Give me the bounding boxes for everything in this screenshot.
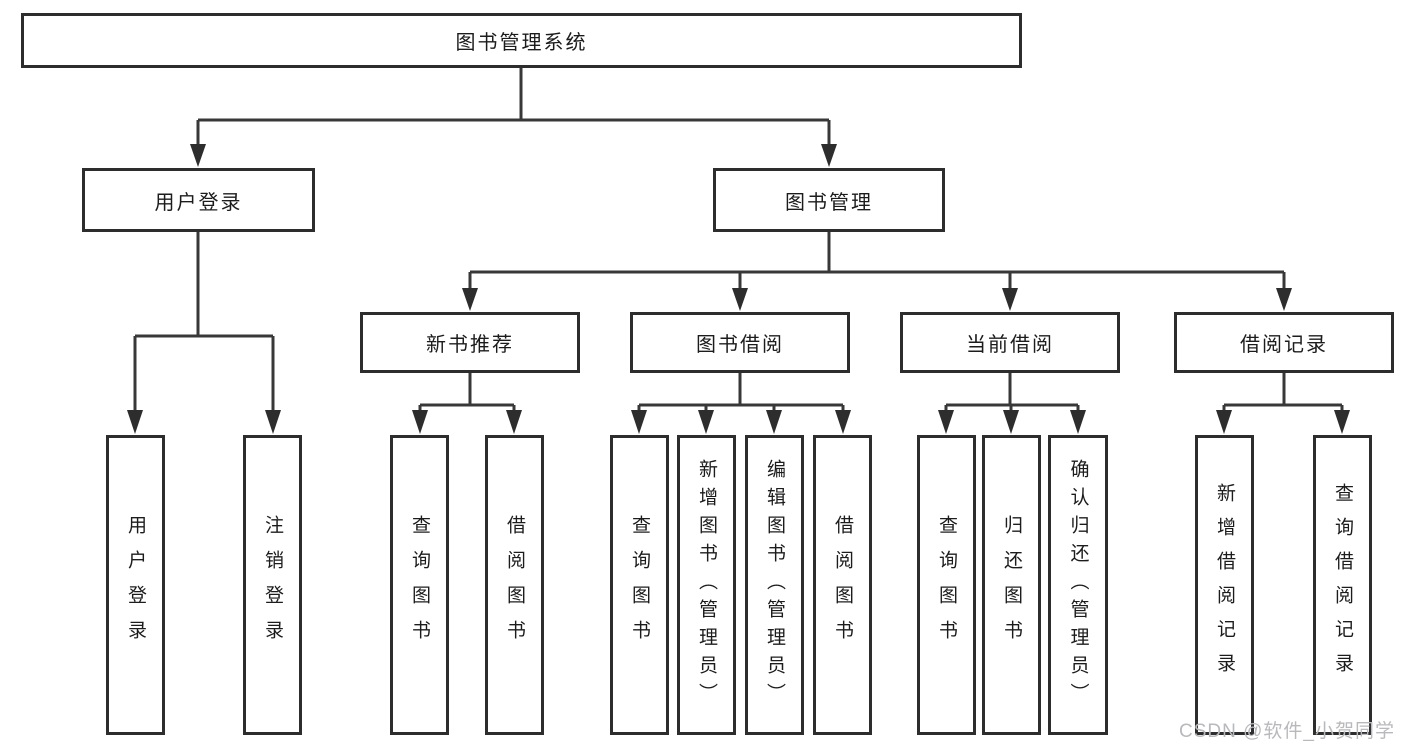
node-label: 图书管理	[785, 191, 873, 214]
connector-records-to-leaves	[1216, 373, 1350, 434]
node-book-borrow: 图书借阅	[630, 312, 850, 373]
leaf-label: 查询借阅记录	[1332, 483, 1353, 687]
leaf-label: 借阅图书	[832, 515, 853, 655]
leaf-query-books: 查询图书	[610, 435, 669, 735]
node-label: 图书管理系统	[455, 32, 588, 54]
node-user-login: 用户登录	[82, 168, 315, 232]
leaf-add-books-admin: 新增图书（管理员）	[677, 435, 736, 735]
connector-borrow-to-leaves	[631, 373, 851, 434]
node-system-root: 图书管理系统	[21, 13, 1022, 68]
leaf-logout: 注销登录	[243, 435, 302, 735]
node-label: 图书借阅	[696, 334, 784, 356]
leaf-query-books: 查询图书	[917, 435, 976, 735]
leaf-label: 查询图书	[936, 515, 957, 655]
node-label: 当前借阅	[966, 334, 1054, 356]
leaf-label: 确认归还（管理员）	[1067, 459, 1089, 711]
leaf-label: 用户登录	[125, 515, 146, 655]
node-label: 借阅记录	[1240, 334, 1328, 356]
node-current-borrow: 当前借阅	[900, 312, 1120, 373]
leaf-label: 查询图书	[409, 515, 430, 655]
connector-mgmt-to-level3	[462, 232, 1292, 311]
leaf-label: 归还图书	[1001, 515, 1022, 655]
node-new-book-recommend: 新书推荐	[360, 312, 580, 373]
node-label: 新书推荐	[426, 334, 514, 356]
connector-root-to-level2	[190, 68, 837, 167]
connector-login-to-leaves	[127, 232, 281, 434]
leaf-label: 查询图书	[629, 515, 650, 655]
csdn-watermark: CSDN @软件_小贺同学	[1179, 721, 1395, 742]
leaf-confirm-return-admin: 确认归还（管理员）	[1048, 435, 1108, 735]
leaf-query-borrow-record: 查询借阅记录	[1313, 435, 1372, 735]
node-book-management: 图书管理	[713, 168, 945, 232]
node-borrow-records: 借阅记录	[1174, 312, 1394, 373]
leaf-user-login: 用户登录	[106, 435, 165, 735]
node-label: 用户登录	[154, 191, 243, 214]
leaf-borrow-books: 借阅图书	[813, 435, 872, 735]
leaf-add-borrow-record: 新增借阅记录	[1195, 435, 1254, 735]
leaf-return-books: 归还图书	[982, 435, 1041, 735]
connector-newbooks-to-leaves	[412, 373, 522, 434]
leaf-label: 新增图书（管理员）	[696, 459, 717, 711]
leaf-label: 编辑图书（管理员）	[764, 459, 785, 711]
leaf-label: 注销登录	[262, 515, 283, 655]
leaf-label: 新增借阅记录	[1214, 483, 1235, 687]
connector-current-to-leaves	[938, 373, 1086, 434]
leaf-label: 借阅图书	[504, 515, 525, 655]
leaf-borrow-books: 借阅图书	[485, 435, 544, 735]
leaf-edit-books-admin: 编辑图书（管理员）	[745, 435, 804, 735]
leaf-query-books: 查询图书	[390, 435, 449, 735]
